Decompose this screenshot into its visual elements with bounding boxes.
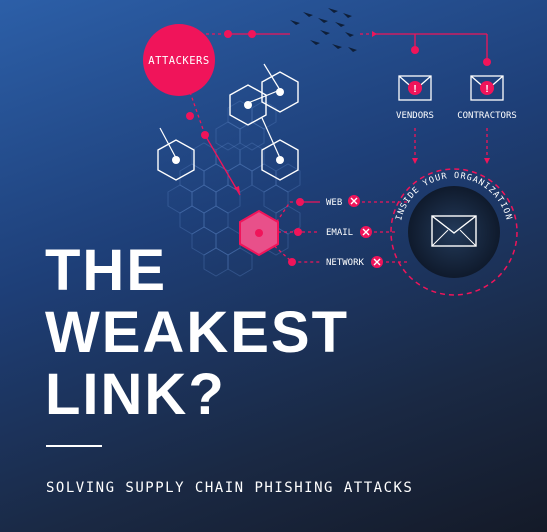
bird-flock (290, 8, 357, 52)
headline-line-3: LINK? (45, 362, 226, 427)
blocked-icon (348, 195, 360, 207)
hex-node-1 (157, 139, 195, 181)
attack-flow-lines (189, 33, 488, 263)
compromised-node-dot (255, 229, 263, 237)
headline-line-1: THE (45, 238, 167, 303)
svg-text:!: ! (485, 84, 488, 95)
hex-node-3-dot (276, 88, 284, 96)
network-label: NETWORK (326, 258, 365, 268)
organization-boundary (390, 168, 518, 296)
attackers-node (143, 24, 215, 96)
contractors-node: ! (470, 75, 504, 101)
headline: THE WEAKEST LINK? (45, 240, 349, 426)
alert-icon (480, 81, 494, 95)
alert-icon (408, 81, 422, 95)
attackers-label: ATTACKERS (148, 55, 209, 67)
flow-dots (186, 30, 491, 266)
vendors-label: VENDORS (396, 111, 434, 121)
hex-node-1-dot (172, 156, 180, 164)
headline-line-2: WEAKEST (45, 300, 349, 365)
contractors-label: CONTRACTORS (457, 111, 517, 121)
envelope-icon (431, 215, 477, 247)
hex-node-3 (261, 71, 299, 113)
hex-node-2-dot (244, 101, 252, 109)
email-label: EMAIL (326, 228, 353, 238)
flow-arrowheads (234, 31, 490, 193)
vendors-node: ! (398, 75, 432, 101)
web-label: WEB (326, 198, 342, 208)
subtitle: SOLVING SUPPLY CHAIN PHISHING ATTACKS (46, 480, 414, 496)
hex-node-4-dot (276, 156, 284, 164)
hex-node-2 (229, 84, 267, 126)
svg-text:!: ! (413, 84, 416, 95)
blocked-icon (371, 256, 383, 268)
hex-node-4 (261, 139, 299, 181)
organization-core (408, 186, 500, 278)
blocked-icon (360, 226, 372, 238)
divider (46, 445, 102, 447)
